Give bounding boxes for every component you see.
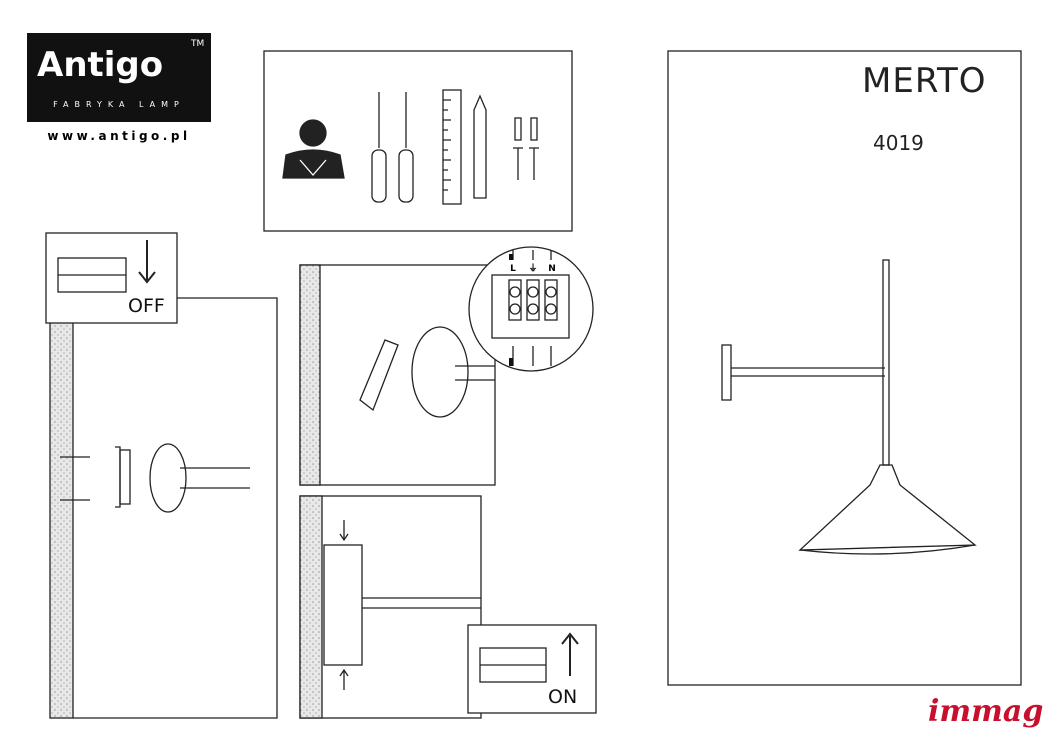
screwdriver-icons (371, 92, 414, 203)
off-label: OFF (128, 295, 165, 317)
mounting-step-1 (60, 443, 250, 513)
logo-brand: Antigo (37, 45, 164, 85)
screws-plugs-icon (513, 117, 539, 180)
arrow-down-icon (138, 240, 156, 284)
terminal-label-earth: ⏚ (528, 263, 537, 274)
product-code: 4019 (873, 131, 924, 155)
fuse-box-icon (479, 647, 547, 683)
terminal-label-n: N (548, 264, 556, 274)
mounting-step-3 (323, 520, 481, 690)
tools-box (263, 50, 573, 232)
logo-trademark: TM (191, 39, 205, 49)
wall (49, 321, 74, 719)
on-label: ON (548, 686, 577, 708)
website-url: www.antigo.pl (47, 129, 191, 143)
terminal-inset (468, 246, 594, 372)
ruler-icon (442, 89, 462, 205)
logo-tagline: FABRYKA LAMP (53, 100, 185, 109)
fixing-panel (299, 495, 482, 719)
arrow-up-icon (561, 632, 579, 676)
immag-logo: immag (928, 694, 1044, 729)
electrician-icon (282, 119, 345, 179)
switch-off-box (45, 232, 178, 324)
lamp-drawing (721, 259, 977, 555)
mounting-step-2 (359, 326, 495, 418)
terminal-label-l: L (510, 264, 516, 274)
pencil-icon (473, 94, 487, 199)
product-panel (667, 50, 1022, 686)
product-name: MERTO (862, 61, 987, 101)
antigo-logo: Antigo TM FABRYKA LAMP (27, 33, 211, 122)
terminal-block-icon (491, 250, 570, 366)
fuse-box-icon (57, 257, 127, 293)
